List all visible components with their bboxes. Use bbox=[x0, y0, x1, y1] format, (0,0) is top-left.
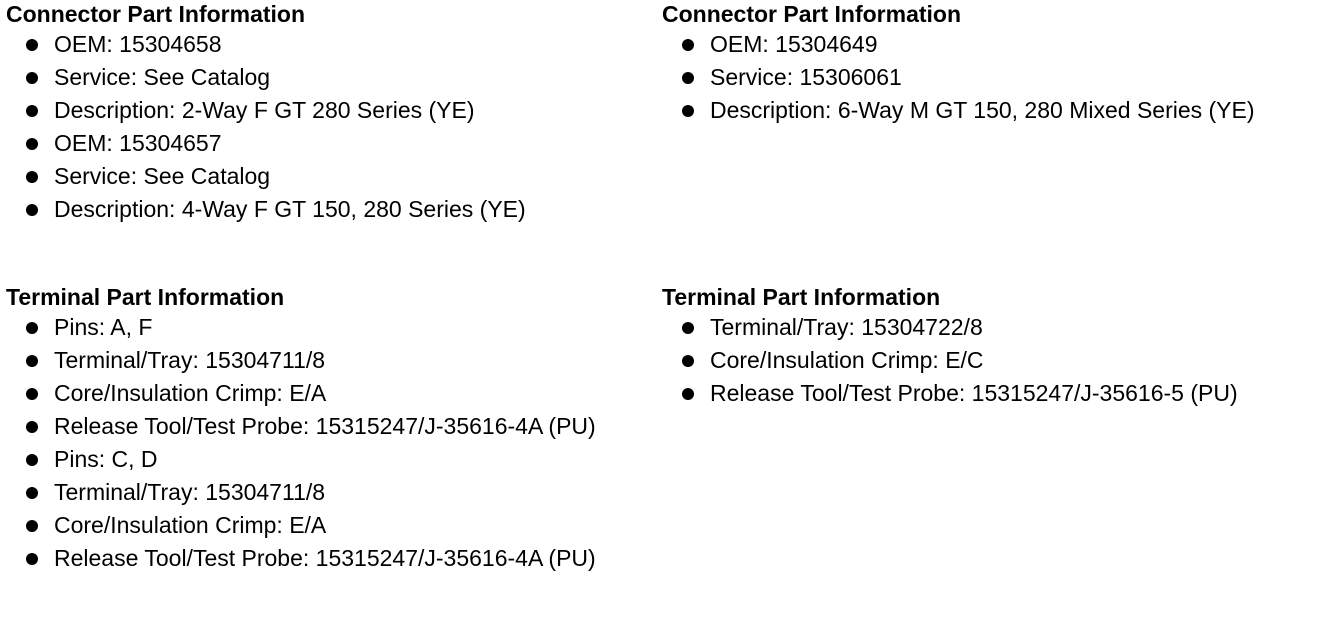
bullet-icon bbox=[682, 72, 694, 84]
bullet-icon bbox=[26, 204, 38, 216]
bullet-icon bbox=[26, 72, 38, 84]
list-item: Core/Insulation Crimp: E/C bbox=[662, 344, 1238, 377]
right-connector-section: Connector Part Information OEM: 15304649… bbox=[662, 0, 1255, 127]
list-item: Release Tool/Test Probe: 15315247/J-3561… bbox=[6, 410, 596, 443]
bullet-icon bbox=[26, 421, 38, 433]
list-item: Pins: C, D bbox=[6, 443, 596, 476]
bullet-icon bbox=[682, 105, 694, 117]
list-item: OEM: 15304649 bbox=[662, 28, 1255, 61]
left-terminal-group-2: Pins: C, D Terminal/Tray: 15304711/8 Cor… bbox=[6, 443, 596, 575]
bullet-icon bbox=[26, 322, 38, 334]
list-item: Description: 2-Way F GT 280 Series (YE) bbox=[6, 94, 526, 127]
list-item: Terminal/Tray: 15304722/8 bbox=[662, 311, 1238, 344]
bullet-icon bbox=[26, 520, 38, 532]
left-connector-group-1: OEM: 15304658 Service: See Catalog Descr… bbox=[6, 28, 526, 127]
right-terminal-section: Terminal Part Information Terminal/Tray:… bbox=[662, 283, 1238, 410]
right-terminal-group-1: Terminal/Tray: 15304722/8 Core/Insulatio… bbox=[662, 311, 1238, 410]
bullet-icon bbox=[26, 553, 38, 565]
list-item: Service: See Catalog bbox=[6, 160, 526, 193]
bullet-icon bbox=[26, 39, 38, 51]
bullet-icon bbox=[26, 487, 38, 499]
bullet-icon bbox=[682, 355, 694, 367]
list-item: OEM: 15304658 bbox=[6, 28, 526, 61]
list-item: Service: 15306061 bbox=[662, 61, 1255, 94]
left-connector-title: Connector Part Information bbox=[6, 1, 306, 27]
list-item: Description: 4-Way F GT 150, 280 Series … bbox=[6, 193, 526, 226]
list-item: Core/Insulation Crimp: E/A bbox=[6, 377, 596, 410]
bullet-icon bbox=[26, 171, 38, 183]
list-item: Release Tool/Test Probe: 15315247/J-3561… bbox=[662, 377, 1238, 410]
bullet-icon bbox=[682, 39, 694, 51]
bullet-icon bbox=[682, 388, 694, 400]
list-item: OEM: 15304657 bbox=[6, 127, 526, 160]
list-item: Service: See Catalog bbox=[6, 61, 526, 94]
bullet-icon bbox=[682, 322, 694, 334]
list-item: Pins: A, F bbox=[6, 311, 596, 344]
left-connector-section: Connector Part Information OEM: 15304658… bbox=[6, 0, 526, 226]
bullet-icon bbox=[26, 138, 38, 150]
left-terminal-group-1: Pins: A, F Terminal/Tray: 15304711/8 Cor… bbox=[6, 311, 596, 443]
list-item: Release Tool/Test Probe: 15315247/J-3561… bbox=[6, 542, 596, 575]
bullet-icon bbox=[26, 105, 38, 117]
list-item: Core/Insulation Crimp: E/A bbox=[6, 509, 596, 542]
bullet-icon bbox=[26, 355, 38, 367]
bullet-icon bbox=[26, 454, 38, 466]
list-item: Terminal/Tray: 15304711/8 bbox=[6, 476, 596, 509]
left-connector-group-2: OEM: 15304657 Service: See Catalog Descr… bbox=[6, 127, 526, 226]
right-connector-title: Connector Part Information bbox=[662, 1, 962, 27]
list-item: Terminal/Tray: 15304711/8 bbox=[6, 344, 596, 377]
right-connector-group-1: OEM: 15304649 Service: 15306061 Descript… bbox=[662, 28, 1255, 127]
left-terminal-title: Terminal Part Information bbox=[6, 284, 285, 310]
right-terminal-title: Terminal Part Information bbox=[662, 284, 941, 310]
left-terminal-section: Terminal Part Information Pins: A, F Ter… bbox=[6, 283, 596, 575]
bullet-icon bbox=[26, 388, 38, 400]
list-item: Description: 6-Way M GT 150, 280 Mixed S… bbox=[662, 94, 1255, 127]
